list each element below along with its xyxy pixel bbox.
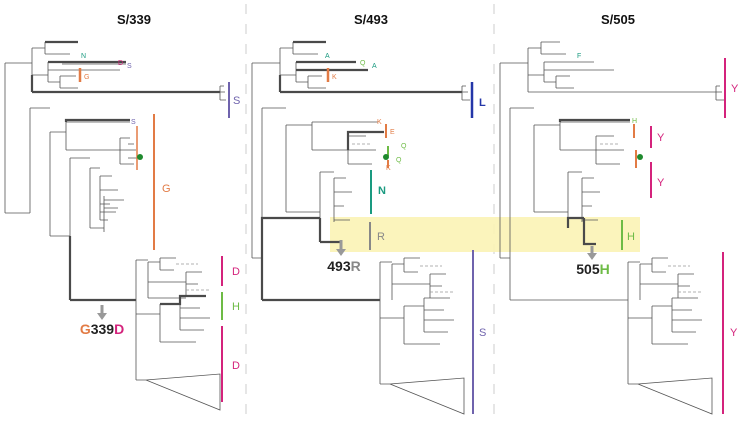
mutation-position: 493 (327, 258, 351, 274)
highlight-band (330, 217, 640, 252)
tip-label-K: K (377, 119, 382, 126)
mutation-position: 505 (576, 261, 600, 277)
mutation-from: G (80, 321, 91, 337)
tip-label-H: H (632, 118, 637, 125)
tip-label-E: E (390, 129, 395, 136)
tip-label-A: A (325, 53, 330, 60)
panel-title-505: S/505 (601, 12, 635, 27)
tree-panel-339: S G D H D N D S G S G339D (4, 40, 240, 411)
mutation-label-339: G339D (80, 321, 124, 337)
mutation-to: R (351, 258, 361, 274)
clade-label-Y: Y (657, 177, 665, 189)
collapsed-clade-triangle (145, 373, 221, 411)
green-node-dot (137, 154, 143, 160)
clade-label-N: N (378, 185, 386, 197)
tip-label-D: D (118, 60, 123, 67)
tip-label-G: G (84, 74, 89, 81)
clade-label-D: D (232, 266, 240, 278)
clade-label-L: L (479, 97, 486, 109)
tree-panel-505: Y Y Y H Y F H 505H (499, 41, 739, 415)
mutation-label-493: 493R (327, 258, 360, 274)
clade-label-S: S (479, 327, 486, 339)
tip-label-N: N (81, 53, 86, 60)
tip-label-S: S (131, 119, 136, 126)
collapsed-clade-triangle (637, 377, 713, 415)
tip-label-A: A (372, 63, 377, 70)
tree-panel-493: L N R S A Q A K K E Q Q K 493R (251, 40, 486, 415)
tip-label-K: K (332, 74, 337, 81)
clade-label-H: H (232, 301, 240, 313)
mutation-position: 339 (91, 321, 115, 337)
clade-label-D: D (232, 360, 240, 372)
green-node-dot (637, 154, 643, 160)
clade-label-Y: Y (731, 83, 739, 95)
green-node-dot (383, 154, 389, 160)
clade-label-H: H (627, 231, 635, 243)
panel-title-339: S/339 (117, 12, 151, 27)
clade-label-Y: Y (730, 327, 738, 339)
tip-label-Q: Q (360, 60, 366, 67)
clade-label-R: R (377, 231, 385, 243)
clade-label-G: G (162, 183, 171, 195)
mutation-to: H (600, 261, 610, 277)
tip-label-K: K (386, 165, 391, 172)
tip-label-S: S (127, 63, 132, 70)
panel-title-493: S/493 (354, 12, 388, 27)
mutation-to: D (114, 321, 124, 337)
tip-label-F: F (577, 53, 581, 60)
clade-label-Y: Y (657, 132, 665, 144)
clade-label-S: S (233, 95, 240, 107)
collapsed-clade-triangle (389, 377, 465, 415)
mutation-label-505: 505H (576, 261, 609, 277)
tip-label-Q: Q (396, 157, 402, 164)
tip-label-Q: Q (401, 143, 407, 150)
